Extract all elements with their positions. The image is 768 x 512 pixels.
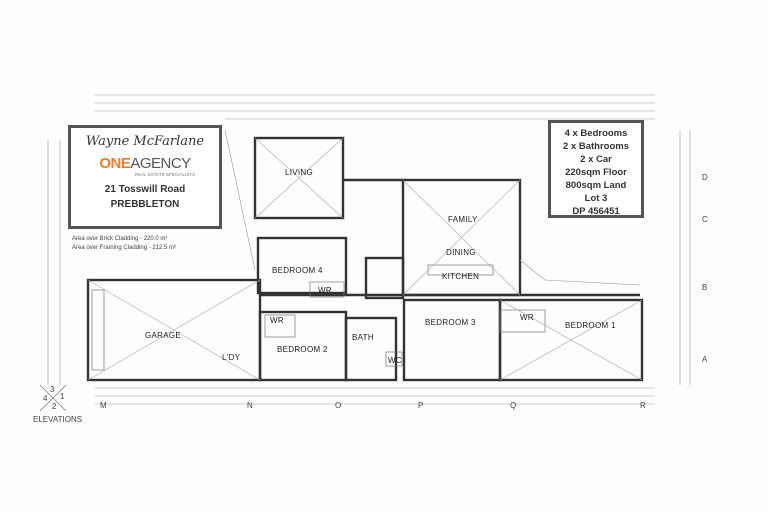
room-bedroom-3: BEDROOM 3 (425, 318, 476, 327)
room-bedroom-4: BEDROOM 4 (272, 266, 323, 275)
agent-info-box: Wayne McFarlane ONEAGENCY REAL ESTATE SP… (68, 125, 222, 229)
elevation-marker: 3 1 4 2 ELEVATIONS (33, 384, 82, 424)
room-family: FAMILY (448, 215, 478, 224)
elevation-number: 2 (52, 402, 57, 411)
grid-label-r: R (640, 401, 646, 410)
spec-car: 2 x Car (580, 154, 612, 165)
brand-logo: ONEAGENCY (71, 155, 219, 172)
room-wr-2: WR (270, 316, 284, 325)
brand-one: ONE (99, 155, 131, 172)
area-brick-cladding: Area over Brick Cladding - 220.0 m² (72, 236, 168, 242)
grid-label-a: A (702, 355, 708, 364)
spec-lot: Lot 3 (584, 193, 608, 204)
room-bedroom-1: BEDROOM 1 (565, 321, 616, 330)
room-bedroom-2: BEDROOM 2 (277, 345, 328, 354)
room-bath: BATH (352, 333, 374, 342)
property-specs-box: 4 x Bedrooms 2 x Bathrooms 2 x Car 220sq… (548, 120, 644, 218)
spec-land: 800sqm Land (565, 180, 627, 191)
brand-tagline: REAL ESTATE SPECIALISTS (135, 172, 195, 177)
grid-label-c: C (702, 215, 708, 224)
room-garage: GARAGE (145, 331, 181, 340)
grid-label-n: N (247, 401, 253, 410)
address-line-2: PREBBLETON (110, 199, 180, 210)
agent-name: Wayne McFarlane (85, 134, 205, 149)
room-wc: WC (388, 356, 402, 365)
grid-label-m: M (100, 401, 107, 410)
grid-label-b: B (702, 283, 707, 292)
elevation-number: 3 (50, 385, 55, 394)
room-dining: DINING (446, 248, 476, 257)
grid-label-q: Q (510, 401, 516, 410)
room-laundry: L'DY (222, 353, 241, 362)
room-wr-3: WR (520, 313, 534, 322)
dimension-lines (47, 94, 691, 405)
elevation-number: 1 (60, 392, 65, 401)
address-line-1: 21 Tosswill Road (104, 184, 186, 195)
room-kitchen: KITCHEN (442, 272, 479, 281)
spec-bedrooms: 4 x Bedrooms (564, 128, 628, 139)
elevation-number: 4 (43, 394, 48, 403)
area-framing-cladding: Area over Framing Cladding - 212.5 m² (72, 245, 177, 251)
spec-bathrooms: 2 x Bathrooms (563, 141, 629, 152)
grid-label-o: O (335, 401, 341, 410)
spec-dp: DP 456451 (572, 206, 620, 217)
room-wr-1: WR (318, 286, 332, 295)
spec-floor: 220sqm Floor (565, 167, 627, 178)
walls (86, 129, 644, 382)
room-living: LIVING (285, 168, 313, 177)
grid-label-p: P (418, 401, 423, 410)
elevations-label: ELEVATIONS (33, 415, 82, 424)
brand-agency: AGENCY (130, 155, 191, 172)
grid-label-d: D (702, 173, 708, 182)
